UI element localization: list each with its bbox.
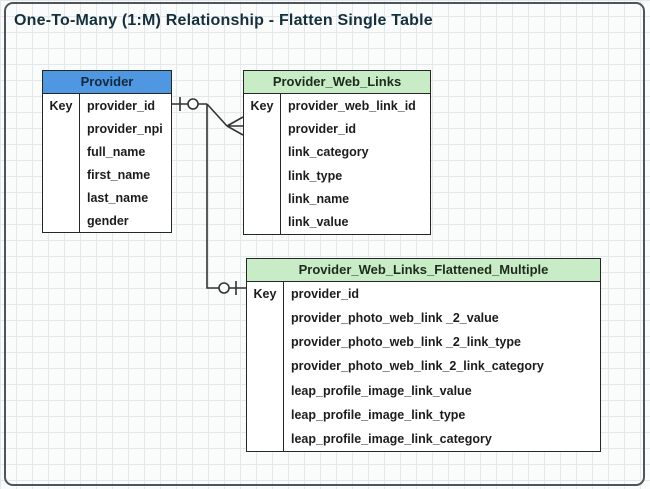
field-row: first_name xyxy=(87,167,151,182)
key-column: Key xyxy=(43,94,80,232)
field-list: provider_web_link_id provider_id link_ca… xyxy=(281,94,430,234)
field-row: leap_profile_image_link_category xyxy=(291,431,492,446)
field-list: provider_id provider_npi full_name first… xyxy=(80,94,171,232)
entity-flattened-header: Provider_Web_Links_Flattened_Multiple xyxy=(247,259,600,282)
key-label: Key xyxy=(253,287,277,302)
key-label: Key xyxy=(250,98,274,113)
field-row: provider_photo_web_link _2_link_type xyxy=(291,335,521,350)
entity-provider[interactable]: Provider Key provider_id provider_npi fu… xyxy=(42,70,172,233)
field-row: provider_web_link_id xyxy=(288,98,416,113)
field-row: provider_photo_web_link _2_value xyxy=(291,311,499,326)
field-row: link_name xyxy=(288,191,350,206)
entity-provider-web-links-body: Key provider_web_link_id provider_id lin… xyxy=(244,94,430,234)
field-row: full_name xyxy=(87,144,146,159)
entity-flattened-body: Key provider_id provider_photo_web_link … xyxy=(247,282,600,451)
field-row: leap_profile_image_link_type xyxy=(291,407,466,422)
entity-provider-web-links-flattened-multiple[interactable]: Provider_Web_Links_Flattened_Multiple Ke… xyxy=(246,258,601,452)
field-row: link_value xyxy=(288,215,349,230)
field-list: provider_id provider_photo_web_link _2_v… xyxy=(284,282,600,451)
field-row: link_category xyxy=(288,145,369,160)
field-row: provider_id xyxy=(288,121,357,136)
entity-provider-web-links[interactable]: Provider_Web_Links Key provider_web_link… xyxy=(243,70,431,235)
connector-diagonal xyxy=(206,103,228,127)
field-row: provider_npi xyxy=(87,121,163,136)
zero-circle xyxy=(218,282,230,294)
entity-provider-header: Provider xyxy=(43,71,171,94)
zero-circle xyxy=(187,98,199,110)
field-row: provider_id xyxy=(87,98,156,113)
field-row: link_type xyxy=(288,168,343,183)
field-row: leap_profile_image_link_value xyxy=(291,383,472,398)
entity-provider-body: Key provider_id provider_npi full_name f… xyxy=(43,94,171,232)
entity-provider-web-links-header: Provider_Web_Links xyxy=(244,71,430,94)
field-row: provider_photo_web_link_2_link_category xyxy=(291,359,544,374)
key-column: Key xyxy=(247,282,284,451)
key-column: Key xyxy=(244,94,281,234)
field-row: last_name xyxy=(87,190,149,205)
field-row: gender xyxy=(87,213,129,228)
key-label: Key xyxy=(49,98,73,113)
field-row: provider_id xyxy=(291,287,360,302)
crows-foot-many xyxy=(226,116,244,136)
connector-provider-flattened xyxy=(206,104,246,289)
diagram-title: One-To-Many (1:M) Relationship - Flatten… xyxy=(14,12,433,29)
